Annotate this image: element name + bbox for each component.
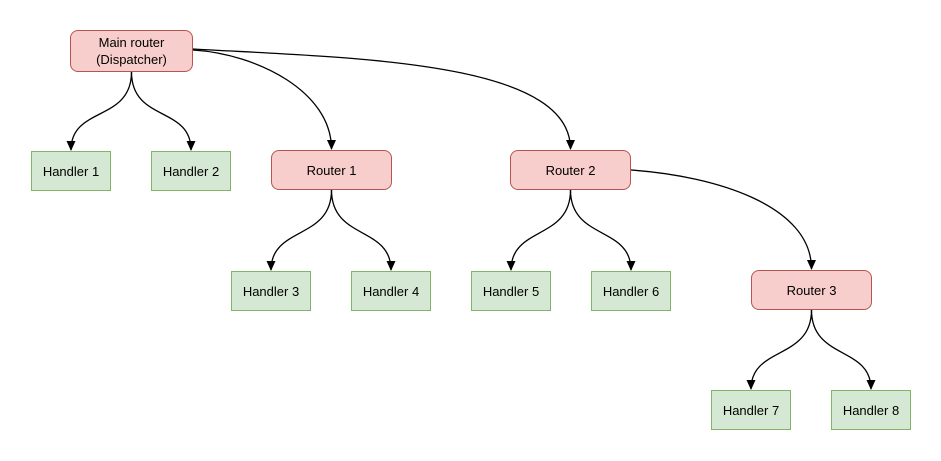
edge-router1-to-handler3 <box>266 189 333 271</box>
node-handler-1: Handler 1 <box>31 151 111 191</box>
edge-main-to-handler2 <box>130 71 196 151</box>
edge-router1-to-handler4 <box>330 189 396 271</box>
node-main-router: Main router (Dispatcher) <box>70 30 193 72</box>
edge-router3-to-handler8 <box>810 309 876 390</box>
edge-main-to-router2 <box>192 48 575 150</box>
node-handler-8: Handler 8 <box>831 390 911 430</box>
node-router-2: Router 2 <box>510 150 631 190</box>
edge-main-to-router1 <box>192 49 336 150</box>
node-router-1: Router 1 <box>271 150 392 190</box>
node-handler-7: Handler 7 <box>711 390 791 430</box>
node-handler-4: Handler 4 <box>351 271 431 311</box>
node-handler-6: Handler 6 <box>591 271 671 311</box>
node-handler-3: Handler 3 <box>231 271 311 311</box>
edge-router2-to-router3 <box>630 169 816 270</box>
node-handler-2: Handler 2 <box>151 151 231 191</box>
edge-router2-to-handler6 <box>569 189 636 271</box>
edge-router2-to-handler5 <box>506 189 572 271</box>
edge-main-to-handler1 <box>66 71 133 151</box>
node-router-3: Router 3 <box>751 270 872 310</box>
node-handler-5: Handler 5 <box>471 271 551 311</box>
edge-router3-to-handler7 <box>746 309 813 390</box>
